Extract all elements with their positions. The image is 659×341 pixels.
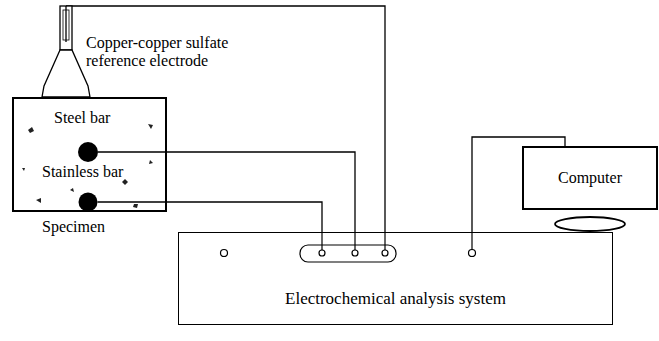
terminal xyxy=(352,250,358,256)
steel-bar: Steel bar xyxy=(44,109,134,165)
terminal-panel xyxy=(221,232,476,262)
specimen-box: Steel barStainless barSpecimen xyxy=(12,97,167,212)
copper-rod xyxy=(65,6,66,42)
reference-electrode: Copper-copper sulfate reference electrod… xyxy=(40,6,285,97)
wire xyxy=(98,152,355,232)
terminal-lead xyxy=(354,232,355,250)
terminal xyxy=(221,250,228,257)
terminal-lead xyxy=(471,232,472,250)
bar-circle xyxy=(79,193,98,212)
computer-monitor: Computer xyxy=(522,146,658,210)
electrode-tube xyxy=(60,6,72,50)
terminal xyxy=(469,250,476,257)
porous-plug-funnel xyxy=(42,50,90,97)
wire xyxy=(472,137,565,232)
terminal-lead xyxy=(384,232,385,250)
terminal xyxy=(382,250,388,256)
analysis-system-box: Electrochemical analysis system xyxy=(178,232,613,325)
terminal-lead xyxy=(321,232,322,250)
electrode-body xyxy=(40,6,285,97)
node-label: Specimen xyxy=(42,218,193,236)
wire xyxy=(98,202,323,232)
stainless-bar: Stainless bar xyxy=(42,161,150,213)
terminal xyxy=(319,250,325,256)
node-label: Electrochemical analysis system xyxy=(179,290,612,308)
terminal-oval xyxy=(300,245,396,262)
node-label: Copper-copper sulfate reference electrod… xyxy=(86,34,264,70)
wire xyxy=(66,6,385,232)
node-label: Steel bar xyxy=(54,109,144,127)
node-label: Computer xyxy=(524,169,656,187)
inner-tube xyxy=(63,10,69,40)
monitor-base xyxy=(555,217,625,231)
node-label: Stainless bar xyxy=(42,163,150,181)
bar-circle xyxy=(78,142,98,162)
